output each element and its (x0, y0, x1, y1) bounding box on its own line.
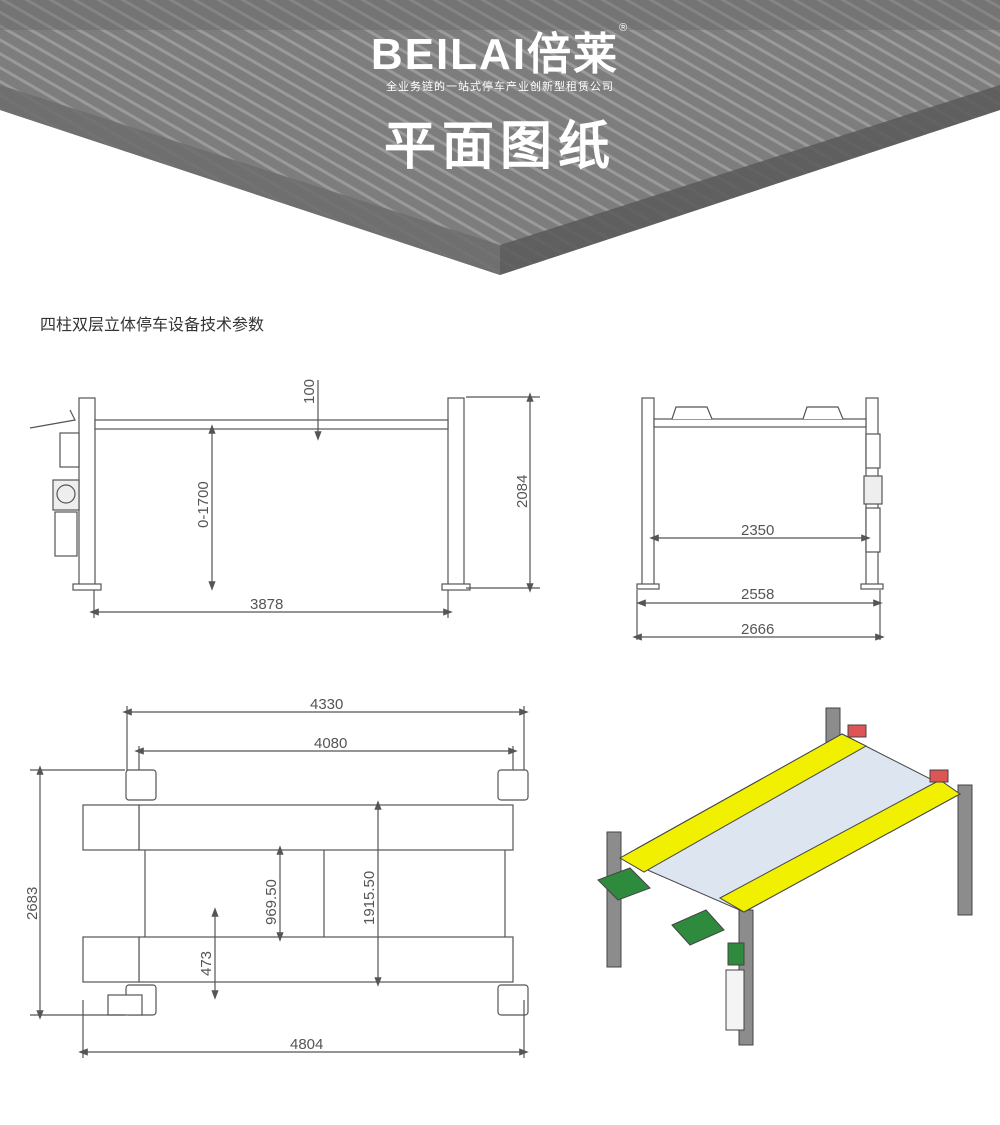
page-title: 平面图纸 (383, 117, 616, 177)
section-title: 四柱双层立体停车设备技术参数 (40, 315, 265, 334)
front-view (29, 380, 540, 618)
front-height-label: 2084 (514, 475, 531, 508)
right-runway (718, 779, 961, 913)
banner-background (0, 0, 1000, 275)
side-post-width-label: 2558 (741, 586, 774, 603)
front-top-clearance-label: 100 (301, 379, 318, 404)
side-view (632, 397, 885, 641)
plan-runway-span-label: 1915.50 (361, 871, 378, 925)
left-ramp (597, 867, 651, 901)
plan-post-length-label: 4080 (314, 735, 347, 752)
isometric-view (597, 707, 973, 1046)
side-overall-width-label: 2666 (741, 621, 774, 638)
side-stopper (929, 769, 949, 783)
plan-runway-width-label: 473 (198, 951, 215, 976)
brand-tagline: 全业务链的一站式停车产业创新型租赁公司 (386, 80, 614, 93)
motor-unit (725, 969, 745, 1031)
side-platform-width-label: 2350 (741, 522, 774, 539)
plan-view (30, 706, 529, 1058)
plan-overall-depth-label: 2683 (24, 887, 41, 920)
left-runway (618, 733, 868, 873)
front-left-post (606, 831, 622, 968)
plan-overall-length-label: 4330 (310, 696, 343, 713)
header-banner: BEILAI倍莱® 全业务链的一站式停车产业创新型租赁公司 平面图纸 (0, 0, 1000, 280)
front-lift-range-label: 0-1700 (195, 481, 212, 528)
right-ramp (671, 909, 725, 946)
registered-mark: ® (619, 22, 630, 34)
brand-logo: BEILAI倍莱® (0, 18, 1000, 82)
front-post-span-label: 3878 (250, 596, 283, 613)
brand-name: BEILAI倍莱 (370, 30, 620, 79)
rear-stopper (847, 724, 867, 738)
control-box (727, 942, 745, 966)
rear-right-post (957, 784, 973, 916)
plan-runway-gap-label: 969.50 (263, 879, 280, 925)
plan-total-length-label: 4804 (290, 1036, 323, 1053)
